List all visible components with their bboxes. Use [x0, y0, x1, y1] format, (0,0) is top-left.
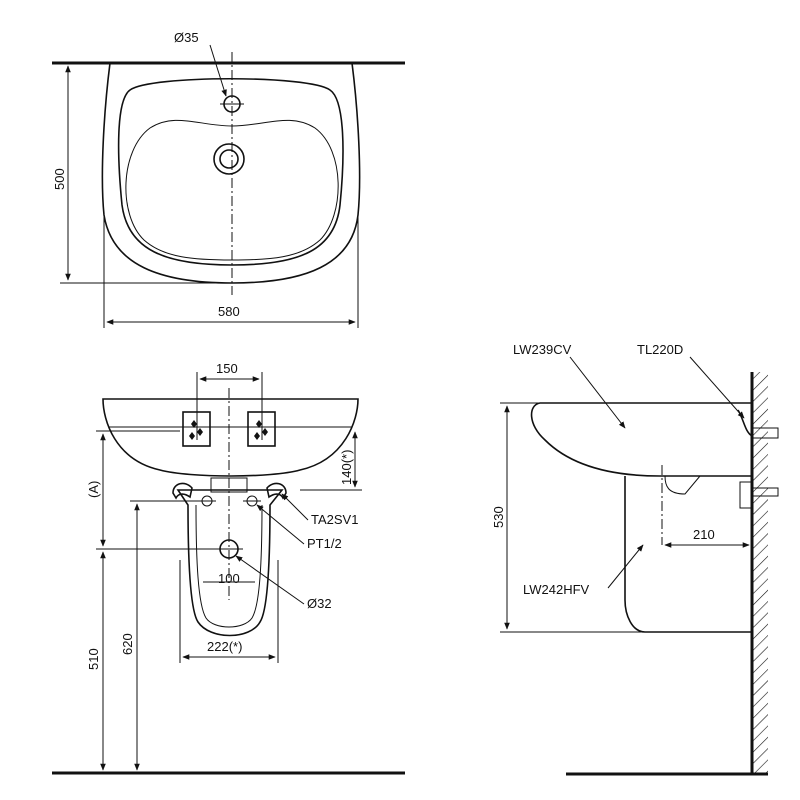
label-thread: PT1/2	[307, 536, 342, 551]
label-waste-spacing: 100	[218, 571, 240, 586]
drain-inner	[219, 149, 239, 169]
label-width: 580	[218, 304, 240, 319]
label-height-inlet: 510	[86, 648, 101, 670]
label-trap-model: TL220D	[637, 342, 683, 357]
label-bracket: TA2SV1	[311, 512, 358, 527]
label-basin-height-marker: (A)	[86, 481, 101, 498]
label-overflow-height: 140(*)	[339, 450, 354, 485]
label-wall-offset: 210	[693, 527, 715, 542]
label-pedestal-width: 222(*)	[207, 639, 242, 654]
front-view: 150 140(*) 100	[52, 361, 405, 775]
label-waste-diameter: Ø32	[307, 596, 332, 611]
label-basin-model: LW239CV	[513, 342, 572, 357]
front-pedestal	[176, 489, 284, 637]
side-pedestal-profile	[624, 476, 752, 633]
front-basin-outline	[102, 398, 359, 477]
bracket-left	[172, 482, 193, 500]
bracket-right	[266, 482, 287, 500]
label-total-height: 530	[491, 506, 506, 528]
label-hole-diameter: Ø35	[174, 30, 199, 45]
tap-block-right	[247, 411, 276, 447]
top-basin-bowl	[117, 78, 344, 266]
top-view: Ø35 500 580	[52, 30, 405, 328]
label-height-rim: 620	[120, 633, 135, 655]
label-depth: 500	[52, 168, 67, 190]
side-wall-hatch	[752, 372, 768, 774]
drain-outer	[213, 143, 245, 175]
label-tap-spacing: 150	[216, 361, 238, 376]
side-view: 530 210 LW239CV TL220D LW242HFV	[491, 342, 779, 776]
label-pedestal-model: LW242HFV	[523, 582, 590, 597]
tap-block-left	[182, 411, 211, 447]
side-basin-profile	[530, 402, 752, 477]
